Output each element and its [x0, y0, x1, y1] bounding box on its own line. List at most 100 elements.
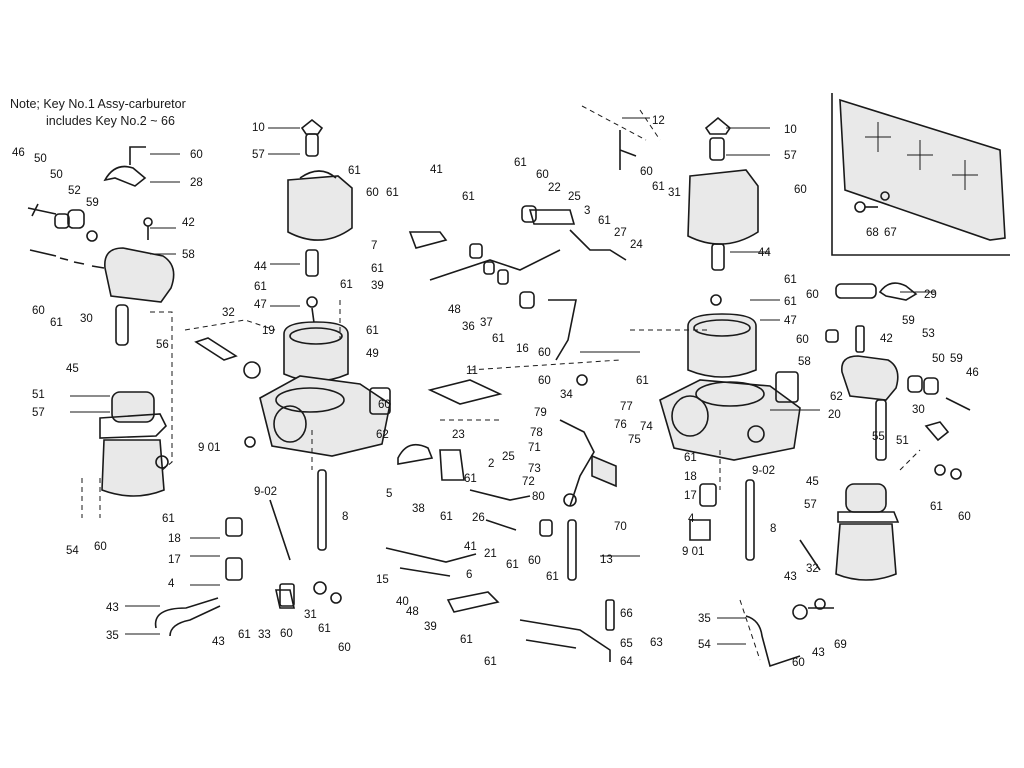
- callout-49: 49: [366, 348, 379, 360]
- callout-70: 70: [614, 521, 627, 533]
- callout-31: 31: [304, 609, 317, 621]
- callout-61: 61: [464, 473, 477, 485]
- callout-61: 61: [636, 375, 649, 387]
- callout-18: 18: [684, 471, 697, 483]
- callout-15: 15: [376, 574, 389, 586]
- callout-62: 62: [376, 429, 389, 441]
- callout-57: 57: [252, 149, 265, 161]
- inset-manifold-plate: [831, 93, 1010, 256]
- callout-41: 41: [430, 164, 443, 176]
- callout-51: 51: [896, 435, 909, 447]
- callout-30: 30: [912, 404, 925, 416]
- callout-68: 68: [866, 227, 879, 239]
- callout-9-02: 9-02: [254, 486, 277, 498]
- callout-2: 2: [488, 458, 494, 470]
- callout-19: 19: [262, 325, 275, 337]
- callout-61: 61: [514, 157, 527, 169]
- callout-73: 73: [528, 463, 541, 475]
- callout-60: 60: [792, 657, 805, 669]
- callout-64: 64: [620, 656, 633, 668]
- callout-42: 42: [182, 217, 195, 229]
- callout-25: 25: [568, 191, 581, 203]
- callout-35: 35: [698, 613, 711, 625]
- callout-61: 61: [492, 333, 505, 345]
- callout-57: 57: [32, 407, 45, 419]
- callout-47: 47: [784, 315, 797, 327]
- callout-43: 43: [106, 602, 119, 614]
- right-carburetor-body: [521, 105, 801, 661]
- callout-40: 40: [396, 596, 409, 608]
- callout-61: 61: [784, 274, 797, 286]
- callout-23: 23: [452, 429, 465, 441]
- centre-linkage-group: [385, 231, 621, 662]
- callout-50: 50: [932, 353, 945, 365]
- note-line-1: Note; Key No.1 Assy-carburetor: [10, 97, 186, 111]
- callout-53: 53: [922, 328, 935, 340]
- callout-16: 16: [516, 343, 529, 355]
- callout-27: 27: [614, 227, 627, 239]
- callout-61: 61: [930, 501, 943, 513]
- callout-5: 5: [386, 488, 392, 500]
- callout-61: 61: [162, 513, 175, 525]
- callout-44: 44: [254, 261, 267, 273]
- callout-20: 20: [828, 409, 841, 421]
- callout-67: 67: [884, 227, 897, 239]
- callout-17: 17: [168, 554, 181, 566]
- callout-29: 29: [924, 289, 937, 301]
- callout-18: 18: [168, 533, 181, 545]
- callout-61: 61: [506, 559, 519, 571]
- callout-9-01: 9 01: [198, 442, 220, 454]
- callout-46: 46: [966, 367, 979, 379]
- callout-57: 57: [804, 499, 817, 511]
- callout-54: 54: [698, 639, 711, 651]
- callout-61: 61: [318, 623, 331, 635]
- callout-58: 58: [798, 356, 811, 368]
- callout-63: 63: [650, 637, 663, 649]
- callout-52: 52: [68, 185, 81, 197]
- callout-60: 60: [806, 289, 819, 301]
- callout-59: 59: [86, 197, 99, 209]
- callout-41: 41: [464, 541, 477, 553]
- callout-61: 61: [546, 571, 559, 583]
- callout-61: 61: [50, 317, 63, 329]
- callout-60: 60: [640, 166, 653, 178]
- callout-32: 32: [806, 563, 819, 575]
- callout-39: 39: [371, 280, 384, 292]
- callout-60: 60: [538, 375, 551, 387]
- callout-61: 61: [371, 263, 384, 275]
- callout-26: 26: [472, 512, 485, 524]
- callout-66: 66: [620, 608, 633, 620]
- callout-60: 60: [528, 555, 541, 567]
- callout-11: 11: [466, 365, 478, 377]
- callout-31: 31: [668, 187, 681, 199]
- callout-22: 22: [548, 182, 561, 194]
- callout-60: 60: [536, 169, 549, 181]
- callout-61: 61: [684, 452, 697, 464]
- callout-25: 25: [502, 451, 515, 463]
- callout-9-02: 9-02: [752, 465, 775, 477]
- callout-61: 61: [340, 279, 353, 291]
- callout-39: 39: [424, 621, 437, 633]
- callout-33: 33: [258, 629, 271, 641]
- callout-61: 61: [348, 165, 361, 177]
- callout-38: 38: [412, 503, 425, 515]
- callout-21: 21: [484, 548, 497, 560]
- callout-59: 59: [902, 315, 915, 327]
- callout-48: 48: [448, 304, 461, 316]
- callout-61: 61: [238, 629, 251, 641]
- callout-45: 45: [806, 476, 819, 488]
- callout-75: 75: [628, 434, 641, 446]
- callout-44: 44: [758, 247, 771, 259]
- callout-56: 56: [156, 339, 169, 351]
- callout-46: 46: [12, 147, 25, 159]
- callout-55: 55: [872, 431, 885, 443]
- callout-60: 60: [94, 541, 107, 553]
- callout-42: 42: [880, 333, 893, 345]
- callout-47: 47: [254, 299, 267, 311]
- left-carburetor-body: [154, 118, 391, 637]
- callout-60: 60: [366, 187, 379, 199]
- callout-4: 4: [688, 513, 695, 525]
- callout-32: 32: [222, 307, 235, 319]
